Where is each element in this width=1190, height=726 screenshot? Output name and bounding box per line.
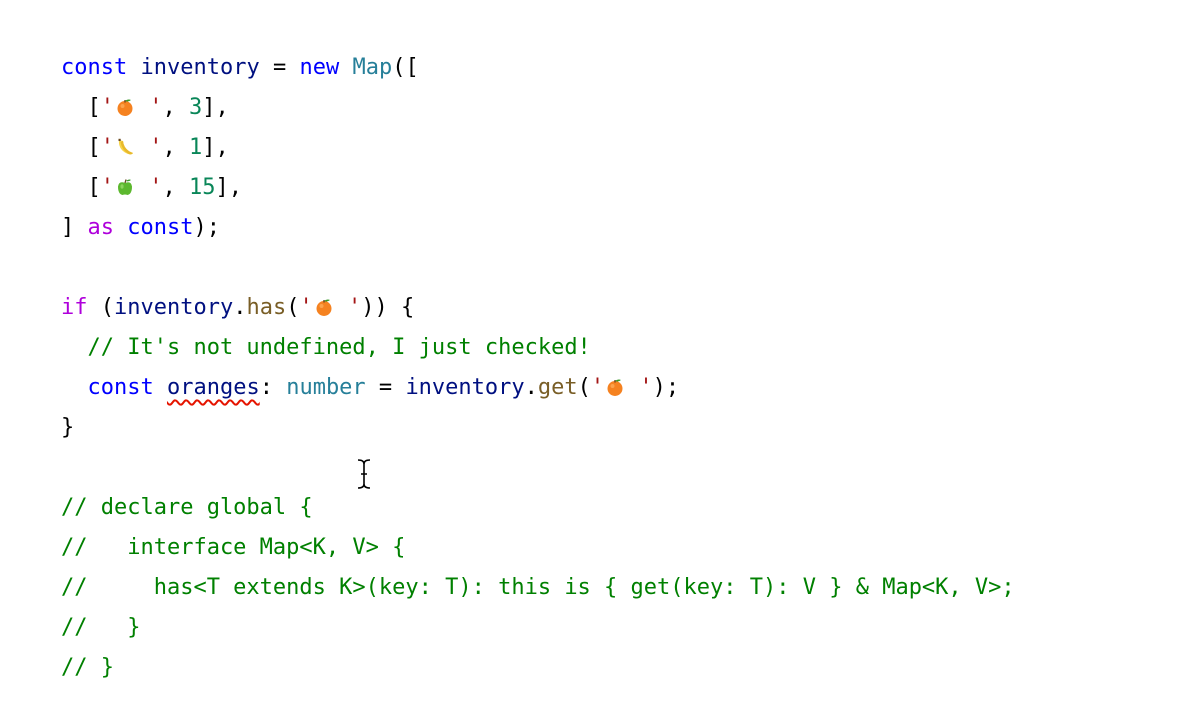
- code-token: (: [286, 295, 300, 320]
- code-token: // declare global {: [61, 495, 313, 520]
- code-token: ,: [162, 175, 189, 200]
- code-token: );: [652, 375, 680, 400]
- code-token: ': [626, 375, 653, 400]
- code-token: has: [246, 295, 287, 320]
- code-line[interactable]: ] as const);: [61, 208, 1015, 248]
- code-token: new: [299, 55, 340, 80]
- code-token: [339, 55, 352, 80]
- code-line[interactable]: }: [61, 408, 1015, 448]
- code-token: .: [524, 375, 538, 400]
- orange-emoji-icon: [604, 368, 626, 408]
- code-token: ': [100, 135, 114, 160]
- code-token: ': [100, 175, 114, 200]
- code-token: inventory: [405, 375, 525, 400]
- code-token: ': [136, 175, 163, 200]
- banana-emoji-icon: [114, 128, 136, 168]
- code-token: ]: [61, 215, 88, 240]
- code-token: ': [100, 95, 114, 120]
- code-token: inventory: [140, 55, 260, 80]
- code-line[interactable]: const oranges: number = inventory.get(' …: [61, 368, 1015, 408]
- code-token: );: [193, 215, 220, 240]
- code-token: [127, 55, 140, 80]
- code-line[interactable]: [61, 248, 1015, 288]
- code-token: ([: [392, 55, 419, 80]
- apple-emoji-icon: [114, 168, 136, 208]
- code-line[interactable]: // has<T extends K>(key: T): this is { g…: [61, 568, 1015, 608]
- code-token: const: [61, 55, 128, 80]
- code-token: as: [87, 215, 115, 240]
- code-token: ': [136, 135, 163, 160]
- code-token: [154, 375, 167, 400]
- code-line[interactable]: if (inventory.has(' ')) {: [61, 288, 1015, 328]
- code-token: number: [286, 375, 366, 400]
- code-token: // }: [61, 615, 141, 640]
- code-token: ],: [202, 95, 229, 120]
- code-token: Map: [352, 55, 393, 80]
- code-token: [: [61, 135, 101, 160]
- code-token: ': [334, 295, 362, 320]
- code-line[interactable]: // interface Map<K, V> {: [61, 528, 1015, 568]
- code-token: [61, 375, 88, 400]
- code-line[interactable]: [' ', 1],: [61, 128, 1015, 168]
- code-token: ': [136, 95, 163, 120]
- code-token: [: [61, 175, 101, 200]
- code-token: ': [299, 295, 313, 320]
- code-line[interactable]: // }: [61, 648, 1015, 688]
- code-token: const: [127, 215, 194, 240]
- code-line[interactable]: [' ', 3],: [61, 88, 1015, 128]
- code-token: }: [61, 415, 75, 440]
- code-token: (: [87, 295, 114, 320]
- code-line[interactable]: [61, 448, 1015, 488]
- code-token: // }: [61, 655, 114, 680]
- code-token: =: [365, 375, 406, 400]
- code-line[interactable]: // It's not undefined, I just checked!: [61, 328, 1015, 368]
- code-line[interactable]: // declare global {: [61, 488, 1015, 528]
- code-token: if: [61, 295, 88, 320]
- code-line[interactable]: [' ', 15],: [61, 168, 1015, 208]
- error-token: oranges: [166, 375, 260, 400]
- code-token: .: [233, 295, 247, 320]
- code-token: inventory: [114, 295, 234, 320]
- code-token: ,: [162, 135, 189, 160]
- code-token: )) {: [361, 295, 415, 320]
- code-token: // has<T extends K>(key: T): this is { g…: [61, 575, 1015, 600]
- code-token: // interface Map<K, V> {: [61, 535, 406, 560]
- orange-emoji-icon: [114, 88, 136, 128]
- text-cursor-icon: [356, 458, 372, 490]
- code-token: 1: [189, 135, 203, 160]
- code-line[interactable]: const inventory = new Map([: [61, 48, 1015, 88]
- orange-emoji-icon: [313, 288, 335, 328]
- code-token: =: [259, 55, 300, 80]
- code-token: // It's not undefined, I just checked!: [61, 335, 591, 360]
- code-content[interactable]: const inventory = new Map([ [' ', 3], ['…: [61, 48, 1015, 688]
- code-token: [: [61, 95, 101, 120]
- code-token: ],: [202, 135, 229, 160]
- code-token: const: [87, 375, 154, 400]
- code-token: ': [590, 375, 605, 400]
- code-token: ,: [162, 95, 189, 120]
- code-token: get: [537, 375, 578, 400]
- code-token: 15: [189, 175, 216, 200]
- code-token: (: [577, 375, 591, 400]
- code-token: [114, 215, 127, 240]
- code-line[interactable]: // }: [61, 608, 1015, 648]
- code-token: 3: [189, 95, 203, 120]
- code-token: ],: [215, 175, 243, 200]
- code-token: :: [259, 375, 287, 400]
